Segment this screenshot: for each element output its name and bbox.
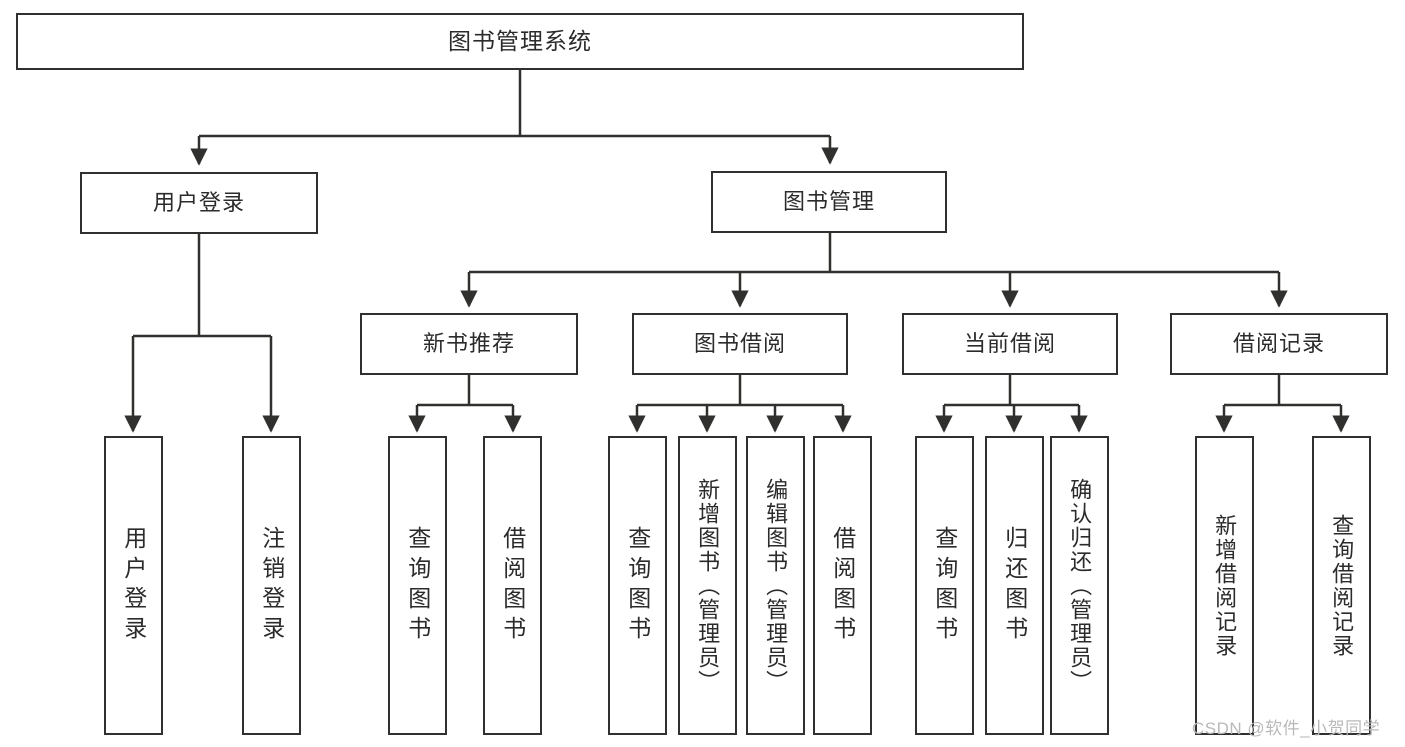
node-leaf-add-record-label: 新增借阅记录 <box>1212 513 1238 658</box>
node-book-management-label: 图书管理 <box>782 189 875 215</box>
node-leaf-query-book-1[interactable]: 查询图书 <box>388 436 447 735</box>
node-leaf-logout-label: 注销登录 <box>258 525 285 646</box>
node-leaf-borrow-book-1-label: 借阅图书 <box>499 525 526 646</box>
node-leaf-add-book[interactable]: 新增图书（管理员） <box>678 436 737 735</box>
node-leaf-user-login-label: 用户登录 <box>120 525 147 646</box>
node-leaf-return-book-label: 归还图书 <box>1001 525 1028 646</box>
node-user-login-label: 用户登录 <box>152 190 245 216</box>
node-leaf-logout[interactable]: 注销登录 <box>242 436 301 735</box>
node-leaf-query-record-label: 查询借阅记录 <box>1329 513 1355 658</box>
node-leaf-query-book-1-label: 查询图书 <box>404 525 431 646</box>
node-leaf-query-book-2[interactable]: 查询图书 <box>608 436 667 735</box>
node-new-book-recommend-label: 新书推荐 <box>422 331 515 357</box>
node-leaf-add-record[interactable]: 新增借阅记录 <box>1195 436 1254 735</box>
node-leaf-borrow-book-2-label: 借阅图书 <box>829 525 856 646</box>
node-leaf-query-book-2-label: 查询图书 <box>624 525 651 646</box>
node-book-borrow[interactable]: 图书借阅 <box>632 313 848 375</box>
node-leaf-edit-book[interactable]: 编辑图书（管理员） <box>746 436 805 735</box>
node-leaf-query-record[interactable]: 查询借阅记录 <box>1312 436 1371 735</box>
node-current-borrow[interactable]: 当前借阅 <box>902 313 1118 375</box>
node-borrow-record[interactable]: 借阅记录 <box>1170 313 1388 375</box>
node-leaf-edit-book-label: 编辑图书（管理员） <box>763 477 789 694</box>
node-root[interactable]: 图书管理系统 <box>16 13 1024 70</box>
node-root-label: 图书管理系统 <box>448 28 592 55</box>
node-leaf-query-book-3[interactable]: 查询图书 <box>915 436 974 735</box>
node-leaf-return-book[interactable]: 归还图书 <box>985 436 1044 735</box>
node-leaf-query-book-3-label: 查询图书 <box>931 525 958 646</box>
node-leaf-add-book-label: 新增图书（管理员） <box>695 477 721 694</box>
node-leaf-user-login[interactable]: 用户登录 <box>104 436 163 735</box>
node-borrow-record-label: 借阅记录 <box>1232 331 1325 357</box>
node-new-book-recommend[interactable]: 新书推荐 <box>360 313 578 375</box>
node-book-management[interactable]: 图书管理 <box>711 171 947 233</box>
node-leaf-confirm-return[interactable]: 确认归还（管理员） <box>1050 436 1109 735</box>
node-leaf-borrow-book-1[interactable]: 借阅图书 <box>483 436 542 735</box>
node-book-borrow-label: 图书借阅 <box>693 331 786 357</box>
node-user-login[interactable]: 用户登录 <box>80 172 318 234</box>
csdn-watermark: CSDN @软件_小贺同学 <box>1192 719 1381 738</box>
node-leaf-confirm-return-label: 确认归还（管理员） <box>1067 477 1093 694</box>
node-leaf-borrow-book-2[interactable]: 借阅图书 <box>813 436 872 735</box>
node-current-borrow-label: 当前借阅 <box>963 331 1056 357</box>
